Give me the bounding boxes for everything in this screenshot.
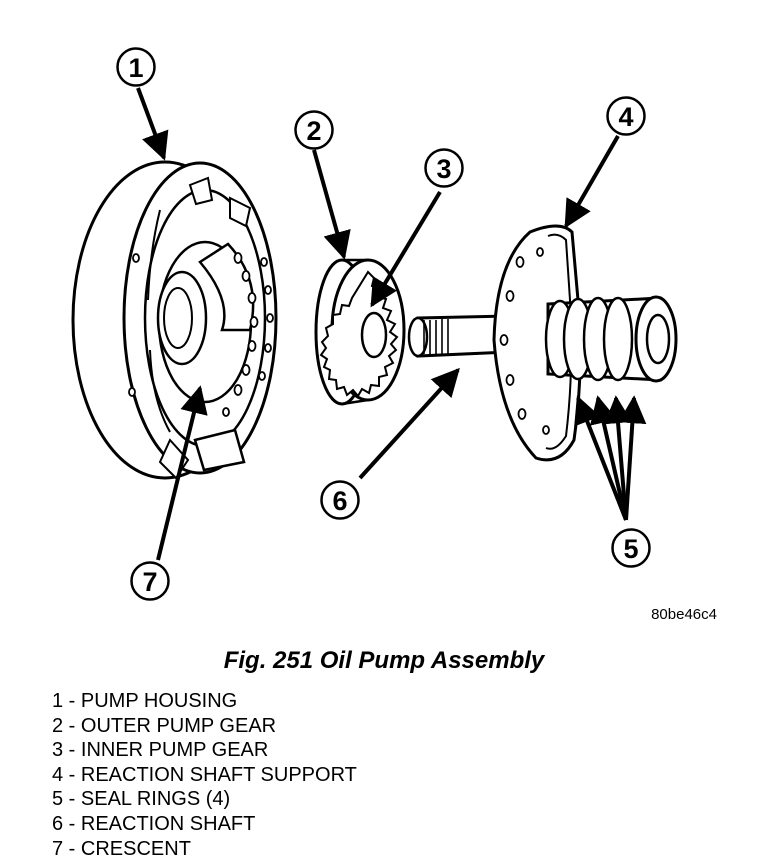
callout-number-1: 1: [128, 53, 143, 83]
figure-caption: Fig. 251 Oil Pump Assembly: [223, 647, 545, 674]
leader-arrow-5d: [618, 395, 647, 521]
leader-arrow-5a: [574, 395, 628, 521]
legend-item: 5 - SEAL RINGS (4): [52, 788, 231, 811]
callout-1: 1: [116, 47, 156, 87]
pump-housing-drawing: [71, 160, 278, 480]
callout-4: 4: [606, 96, 646, 136]
legend-item: 2 - OUTER PUMP GEAR: [52, 714, 277, 737]
leader-arrow-5c: [604, 395, 633, 521]
callout-number-7: 7: [142, 567, 157, 597]
legend-item: 6 - REACTION SHAFT: [52, 812, 256, 835]
drawing-id: 80be46c4: [651, 606, 717, 623]
callout-number-3: 3: [436, 154, 451, 184]
legend-item: 3 - INNER PUMP GEAR: [52, 739, 269, 762]
leader-arrow-1: [136, 87, 169, 161]
callout-number-6: 6: [332, 486, 347, 516]
legend-list: 1 - PUMP HOUSING 2 - OUTER PUMP GEAR 3 -…: [52, 689, 357, 861]
leader-arrow-3: [370, 190, 442, 308]
callout-3: 3: [424, 148, 464, 188]
callout-5: 5: [611, 528, 651, 568]
callout-6: 6: [320, 480, 360, 520]
callout-2: 2: [294, 110, 334, 150]
leader-arrow-5b: [589, 395, 628, 521]
callout-number-2: 2: [306, 116, 321, 146]
leader-arrow-2: [312, 149, 351, 260]
outer-pump-gear-drawing: [314, 258, 406, 406]
callout-7: 7: [130, 561, 170, 601]
callout-number-5: 5: [623, 534, 638, 564]
legend-item: 1 - PUMP HOUSING: [52, 690, 238, 712]
reaction-shaft-support-drawing: [492, 224, 678, 462]
leader-arrows: [136, 87, 647, 561]
leader-arrow-7: [156, 385, 208, 561]
legend-item: 7 - CRESCENT: [52, 837, 191, 860]
callout-number-4: 4: [618, 102, 633, 132]
oil-pump-exploded-diagram: 1 2 3 4 5 6 7 80be46c4: [71, 47, 717, 623]
leader-arrow-6: [358, 367, 460, 480]
leader-arrow-4: [564, 134, 620, 229]
legend-item: 4 - REACTION SHAFT SUPPORT: [52, 763, 357, 786]
